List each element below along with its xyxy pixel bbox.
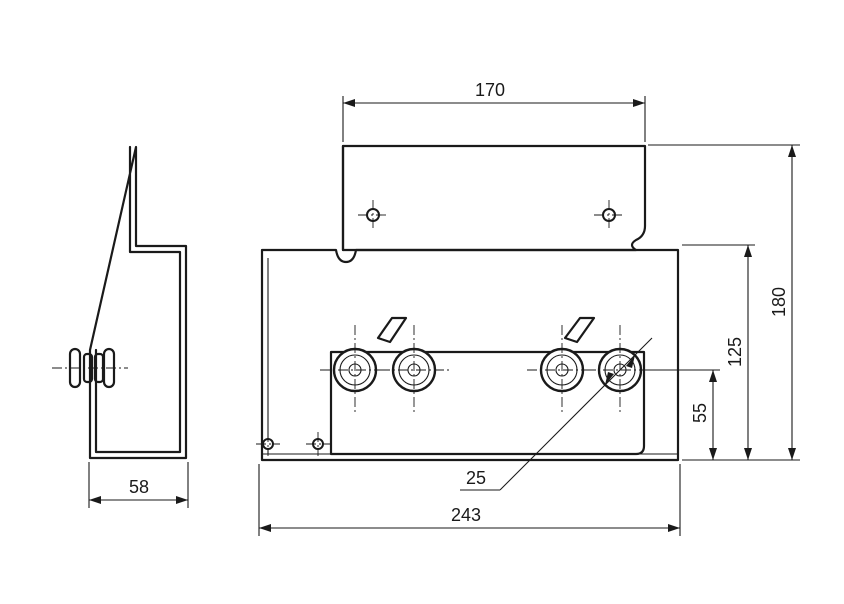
dimension-base-height: 125 — [725, 245, 752, 460]
arm-left — [376, 316, 408, 344]
side-roller — [52, 347, 128, 389]
roller-3 — [527, 325, 597, 415]
side-width-label: 58 — [129, 477, 149, 497]
dimension-total-height: 180 — [769, 145, 796, 460]
dimension-side-width: 58 — [88, 462, 189, 508]
total-width-label: 243 — [451, 505, 481, 525]
top-width-label: 170 — [475, 80, 505, 100]
roller-height-label: 55 — [690, 403, 710, 423]
upper-hole-right — [594, 200, 624, 230]
lower-body — [260, 248, 680, 462]
lower-hole-right — [306, 432, 330, 456]
arm-right — [563, 316, 596, 344]
lower-hole-left — [256, 432, 280, 456]
dimension-roller-diameter: 25 — [460, 337, 653, 491]
roller-diameter-label: 25 — [466, 468, 486, 488]
side-view: 58 — [52, 145, 189, 508]
upper-hole-left — [358, 200, 388, 230]
roller-carrier — [329, 350, 646, 456]
dimension-total-width: 243 — [258, 464, 681, 536]
roller-2 — [380, 325, 450, 415]
front-view — [256, 144, 680, 462]
side-bracket-profile — [88, 145, 188, 460]
total-height-label: 180 — [769, 287, 789, 317]
upper-plate — [341, 144, 647, 252]
roller-1 — [320, 325, 390, 415]
base-height-label: 125 — [725, 337, 745, 367]
dimension-top-width: 170 — [342, 80, 646, 142]
dimension-roller-height: 55 — [690, 370, 717, 460]
